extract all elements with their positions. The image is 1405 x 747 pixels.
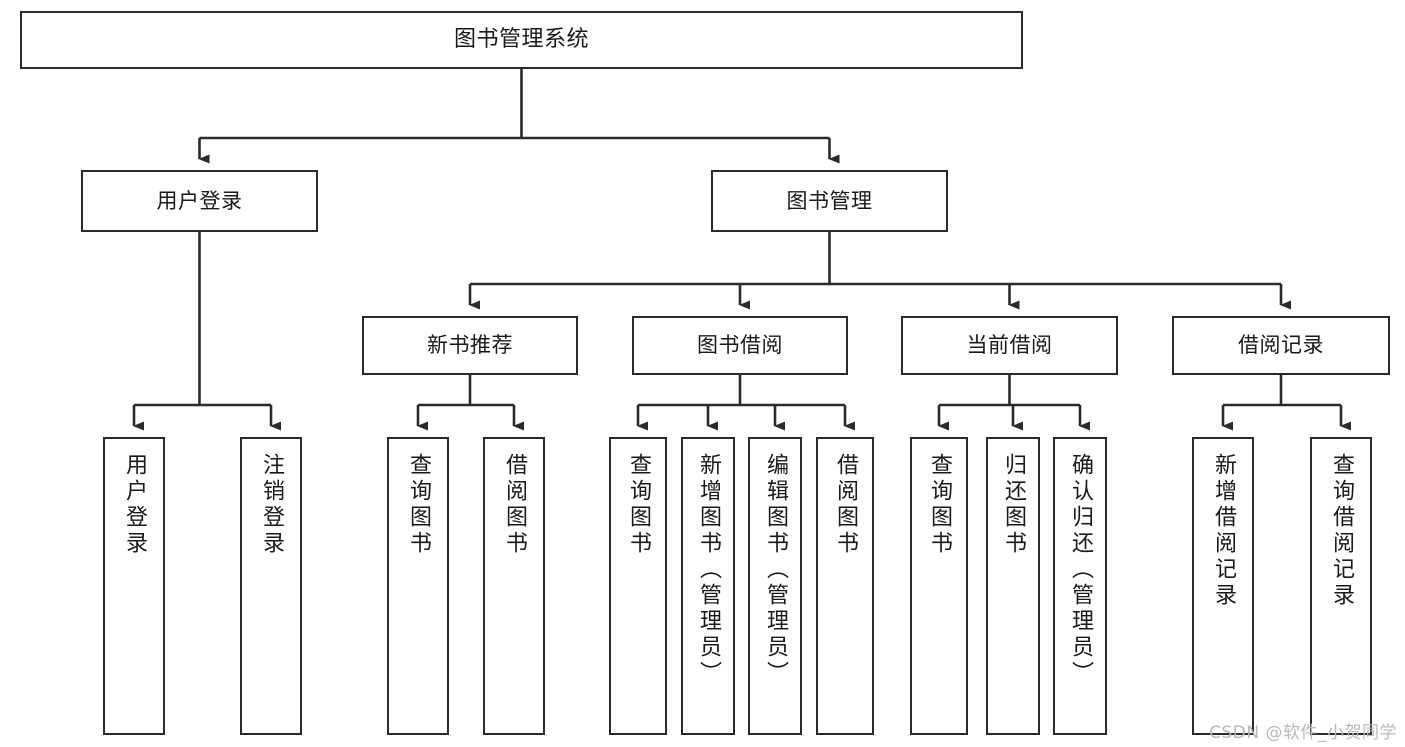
node-new-book-recommend[interactable]: 新书推荐 (362, 316, 578, 375)
node-user-login[interactable]: 用户登录 (81, 170, 318, 232)
leaf-leaf-query-book-3[interactable]: 查询图书 (910, 437, 968, 735)
leaf-leaf-confirm-return[interactable]: 确认归还（管理员） (1053, 437, 1107, 735)
node-new-book-recommend-label: 新书推荐 (427, 333, 513, 358)
leaf-leaf-query-record-label: 查询借阅记录 (1329, 453, 1354, 609)
leaf-leaf-query-book-3-label: 查询图书 (927, 453, 952, 557)
leaf-leaf-query-book-1-label: 查询图书 (406, 453, 431, 557)
leaf-leaf-edit-book[interactable]: 编辑图书（管理员） (748, 437, 802, 735)
leaf-leaf-user-login[interactable]: 用户登录 (103, 437, 165, 735)
leaf-leaf-user-login-label: 用户登录 (122, 453, 147, 557)
node-book-borrow[interactable]: 图书借阅 (632, 316, 848, 375)
leaf-leaf-return-book-label: 归还图书 (1001, 453, 1026, 557)
leaf-leaf-add-book-label: 新增图书（管理员） (696, 453, 721, 687)
node-book-manage-label: 图书管理 (786, 188, 873, 213)
leaf-leaf-user-logout[interactable]: 注销登录 (240, 437, 302, 735)
node-borrow-record[interactable]: 借阅记录 (1172, 316, 1390, 375)
node-current-borrow-label: 当前借阅 (966, 333, 1053, 358)
watermark: CSDN @软件_小贺同学 (1209, 723, 1397, 743)
leaf-leaf-add-record[interactable]: 新增借阅记录 (1192, 437, 1254, 735)
node-root-label: 图书管理系统 (453, 27, 589, 53)
leaf-leaf-query-record[interactable]: 查询借阅记录 (1310, 437, 1372, 735)
node-borrow-record-label: 借阅记录 (1238, 333, 1324, 358)
leaf-leaf-add-book[interactable]: 新增图书（管理员） (681, 437, 735, 735)
leaf-leaf-return-book[interactable]: 归还图书 (986, 437, 1040, 735)
node-root[interactable]: 图书管理系统 (20, 11, 1023, 69)
leaf-leaf-borrow-book-2-label: 借阅图书 (833, 453, 858, 557)
leaf-leaf-query-book-2-label: 查询图书 (626, 453, 651, 557)
leaf-leaf-borrow-book-1[interactable]: 借阅图书 (483, 437, 545, 735)
leaf-leaf-user-logout-label: 注销登录 (259, 453, 284, 557)
leaf-leaf-add-record-label: 新增借阅记录 (1211, 453, 1236, 609)
leaf-leaf-query-book-1[interactable]: 查询图书 (387, 437, 449, 735)
leaf-leaf-confirm-return-label: 确认归还（管理员） (1068, 453, 1093, 687)
leaf-leaf-edit-book-label: 编辑图书（管理员） (763, 453, 788, 687)
node-current-borrow[interactable]: 当前借阅 (901, 316, 1118, 375)
leaf-leaf-borrow-book-2[interactable]: 借阅图书 (816, 437, 874, 735)
node-user-login-label: 用户登录 (156, 188, 243, 213)
node-book-manage[interactable]: 图书管理 (711, 170, 948, 232)
leaf-leaf-query-book-2[interactable]: 查询图书 (609, 437, 667, 735)
node-book-borrow-label: 图书借阅 (697, 333, 783, 358)
leaf-leaf-borrow-book-1-label: 借阅图书 (502, 453, 527, 557)
